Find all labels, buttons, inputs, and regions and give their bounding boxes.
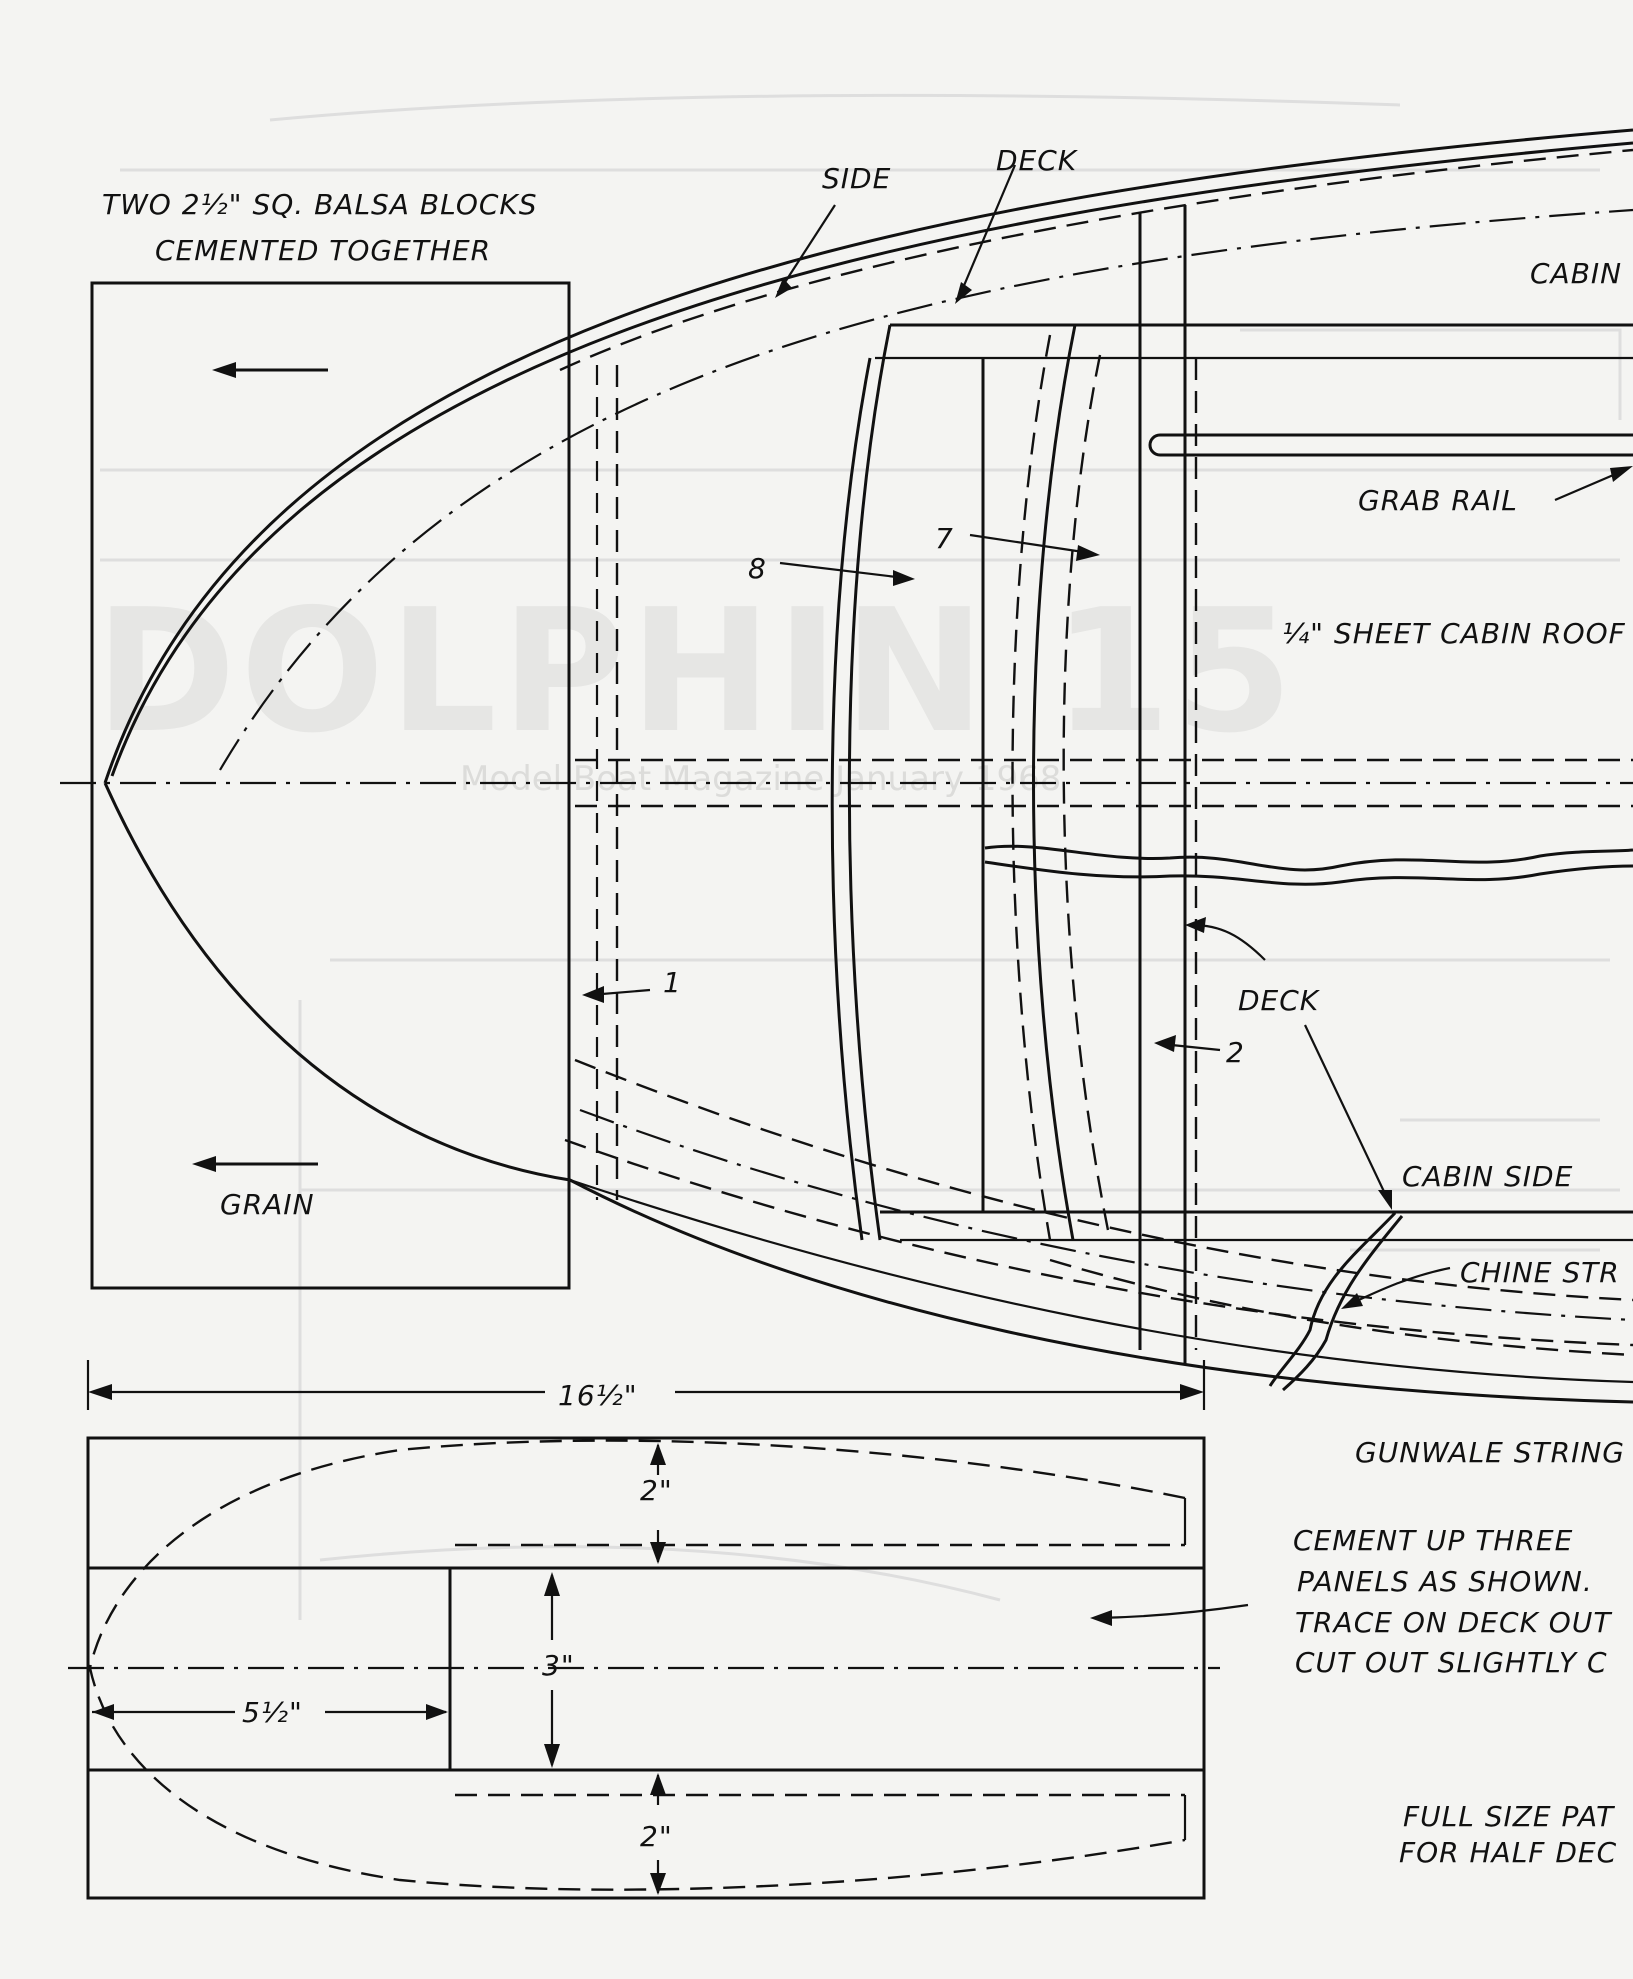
label-bulkhead-1: 1 bbox=[663, 966, 682, 999]
label-chine-stringer: CHINE STR bbox=[1460, 1256, 1620, 1289]
label-side: SIDE bbox=[822, 162, 891, 195]
label-cemented-together: CEMENTED TOGETHER bbox=[155, 234, 491, 267]
leader-deck-mid bbox=[1185, 917, 1392, 1210]
hull-outline bbox=[103, 128, 1633, 1404]
deck-edge-lower-dashed bbox=[574, 1058, 1633, 1302]
balsa-block-outline bbox=[90, 281, 571, 1290]
leader-2 bbox=[1154, 1035, 1221, 1052]
leader-1 bbox=[582, 986, 651, 1003]
label-full-size-1: FULL SIZE PAT bbox=[1403, 1800, 1615, 1833]
cabin-front-formers bbox=[830, 205, 1633, 1365]
leader-side bbox=[775, 204, 836, 298]
dimension-2-top bbox=[650, 1443, 666, 1564]
label-dim-3: 3" bbox=[542, 1649, 575, 1682]
label-former-7: 7 bbox=[935, 522, 954, 555]
dimension-2-bottom bbox=[650, 1773, 666, 1895]
break-line-lower bbox=[984, 860, 1633, 886]
grab-rail bbox=[1148, 433, 1633, 457]
label-full-size-2: FOR HALF DEC bbox=[1399, 1836, 1617, 1869]
label-note-line-1: CEMENT UP THREE bbox=[1293, 1524, 1573, 1557]
grain-arrow-bottom bbox=[192, 1156, 318, 1172]
dimension-3 bbox=[544, 1572, 560, 1768]
ghost-title: DOLPHIN 15 bbox=[95, 573, 1297, 771]
leader-grab-rail bbox=[1554, 466, 1633, 502]
label-cabin: CABIN bbox=[1530, 257, 1622, 290]
chine-line-lower bbox=[579, 1108, 1633, 1322]
deck-edge-dashed bbox=[559, 148, 1633, 372]
chine-dashed-2 bbox=[1049, 1258, 1633, 1357]
leader-7 bbox=[969, 533, 1100, 561]
three-panel-layout bbox=[68, 1436, 1220, 1900]
label-grab-rail: GRAB RAIL bbox=[1358, 484, 1518, 517]
label-bulkhead-2: 2 bbox=[1226, 1036, 1245, 1069]
leader-note bbox=[1090, 1603, 1249, 1626]
label-dim-2-top: 2" bbox=[640, 1474, 673, 1507]
label-note-line-4: CUT OUT SLIGHTLY C bbox=[1295, 1646, 1608, 1679]
break-line-side-2 bbox=[1282, 1215, 1404, 1392]
label-balsa-blocks: TWO 2½" SQ. BALSA BLOCKS bbox=[102, 188, 538, 221]
chine-line-upper bbox=[219, 208, 1633, 771]
dimension-16-5 bbox=[86, 1360, 1206, 1410]
dimension-5-5 bbox=[92, 1704, 448, 1720]
label-dim-16-5: 16½" bbox=[558, 1379, 638, 1412]
label-former-8: 8 bbox=[748, 552, 767, 585]
label-deck-mid: DECK bbox=[1238, 984, 1321, 1017]
chine-dashed bbox=[564, 1138, 1633, 1347]
label-gunwale-stringer: GUNWALE STRING bbox=[1355, 1436, 1625, 1469]
label-deck-top: DECK bbox=[996, 144, 1079, 177]
leader-8 bbox=[779, 561, 915, 586]
ghost-subtitle: Model Boat Magazine January 1968 bbox=[460, 759, 1061, 799]
grain-arrow-top bbox=[212, 362, 328, 378]
label-dim-2-bottom: 2" bbox=[640, 1820, 673, 1853]
label-sheet-cabin-roof: ¼" SHEET CABIN ROOF bbox=[1282, 617, 1626, 650]
label-grain: GRAIN bbox=[220, 1188, 315, 1221]
label-dim-5-5: 5½" bbox=[242, 1696, 303, 1729]
label-note-line-2: PANELS AS SHOWN. bbox=[1297, 1565, 1593, 1598]
label-note-line-3: TRACE ON DECK OUT bbox=[1295, 1606, 1612, 1639]
label-cabin-side: CABIN SIDE bbox=[1402, 1160, 1573, 1193]
leader-chine bbox=[1341, 1266, 1451, 1309]
bleed-through-layer: DOLPHIN 15 Model Boat Magazine January 1… bbox=[95, 93, 1622, 1620]
break-line-upper bbox=[984, 844, 1633, 872]
leader-deck-top bbox=[955, 164, 1017, 304]
break-line-side bbox=[1268, 1211, 1397, 1387]
